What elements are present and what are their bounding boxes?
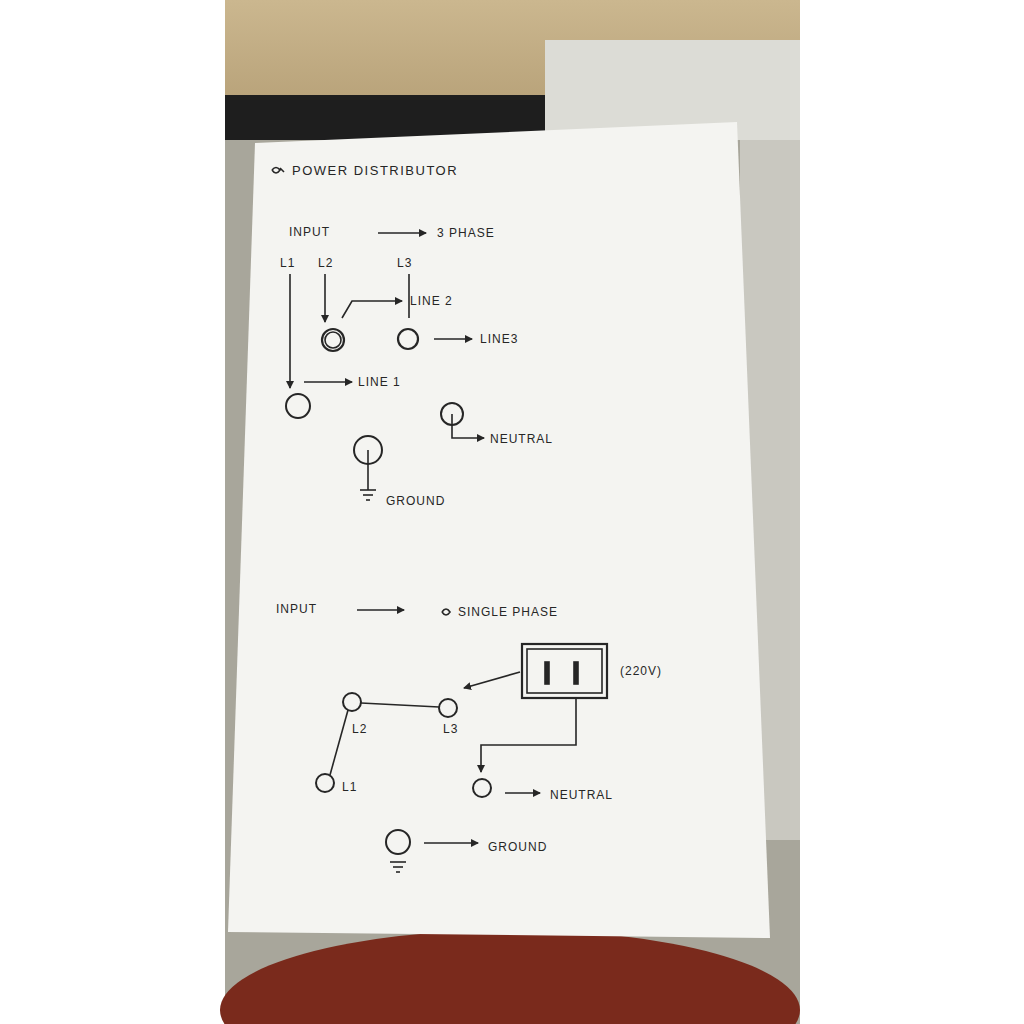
line-name: L3: [443, 722, 458, 736]
line-name: L1: [342, 780, 357, 794]
line-name: L3: [397, 256, 412, 270]
terminal-label: LINE3: [480, 332, 518, 346]
line-name: L2: [318, 256, 333, 270]
input-label: INPUT: [289, 225, 330, 239]
red-object: [220, 930, 800, 1024]
line-name: L1: [280, 256, 295, 270]
paper-sheet: [228, 122, 770, 938]
terminal-label: GROUND: [386, 494, 445, 508]
scribble: [272, 168, 284, 174]
scribble: [442, 609, 450, 615]
phase-label: 3 PHASE: [437, 226, 495, 240]
line-name: L2: [352, 722, 367, 736]
voltage-label: (220V): [620, 664, 662, 678]
terminal-label: LINE 2: [410, 294, 453, 308]
sheet-title: POWER DISTRIBUTOR: [292, 164, 458, 178]
terminal-label: LINE 1: [358, 375, 401, 389]
terminal-label: NEUTRAL: [550, 788, 613, 802]
terminal-label: GROUND: [488, 840, 547, 854]
glass-surface: [225, 0, 800, 1024]
input-label: INPUT: [276, 602, 317, 616]
phase-label: SINGLE PHASE: [458, 605, 558, 619]
sketch-lines: [272, 168, 607, 873]
terminal-label: NEUTRAL: [490, 432, 553, 446]
